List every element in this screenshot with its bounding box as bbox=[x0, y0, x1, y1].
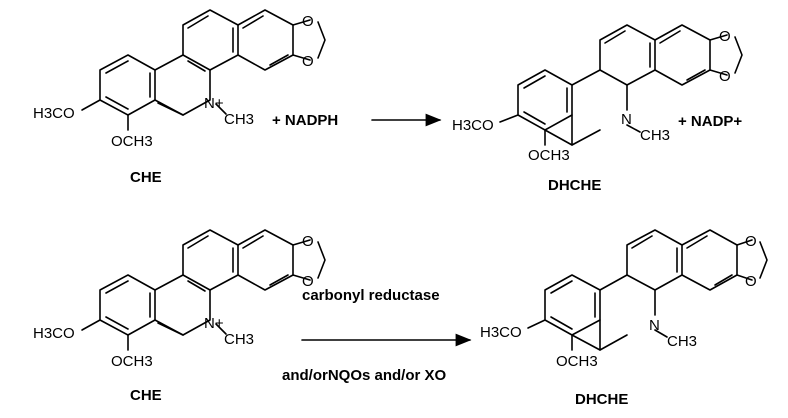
dhche-structure-top bbox=[499, 24, 743, 146]
n-methyl-label: CH3 bbox=[224, 111, 254, 128]
n-methyl-label: CH3 bbox=[640, 127, 670, 144]
oxygen-label: O bbox=[302, 53, 314, 70]
oxygen-label: O bbox=[745, 233, 757, 250]
n-label: N bbox=[649, 317, 660, 334]
methoxy-lower-label: OCH3 bbox=[111, 353, 153, 370]
coproduct-nadp: + NADP+ bbox=[678, 113, 742, 130]
compound-name-che-2: CHE bbox=[130, 387, 162, 404]
oxygen-label: O bbox=[719, 28, 731, 45]
methoxy-upper-label: H3CO bbox=[452, 117, 494, 134]
che-structure-bottom bbox=[81, 229, 326, 351]
compound-name-dhche-1: DHCHE bbox=[548, 177, 601, 194]
methoxy-lower-label: OCH3 bbox=[556, 353, 598, 370]
che-structure-top bbox=[81, 9, 326, 131]
enzyme-label-bottom: and/orNQOs and/or XO bbox=[282, 367, 447, 384]
oxygen-label: O bbox=[745, 273, 757, 290]
n-plus-label: N+ bbox=[204, 315, 224, 332]
oxygen-label: O bbox=[719, 68, 731, 85]
methoxy-lower-label: OCH3 bbox=[528, 147, 570, 164]
methoxy-upper-label: H3CO bbox=[33, 105, 75, 122]
enzyme-label-top: carbonyl reductase bbox=[302, 287, 440, 304]
compound-name-che-1: CHE bbox=[130, 169, 162, 186]
oxygen-label: O bbox=[302, 233, 314, 250]
methoxy-upper-label: H3CO bbox=[480, 324, 522, 341]
reagent-nadph: + NADPH bbox=[272, 112, 338, 129]
n-methyl-label: CH3 bbox=[224, 331, 254, 348]
compound-name-dhche-2: DHCHE bbox=[575, 391, 628, 408]
oxygen-label: O bbox=[302, 273, 314, 290]
n-label: N bbox=[621, 111, 632, 128]
oxygen-label: O bbox=[302, 13, 314, 30]
methoxy-upper-label: H3CO bbox=[33, 325, 75, 342]
dhche-structure-bottom bbox=[527, 229, 768, 351]
n-plus-label: N+ bbox=[204, 95, 224, 112]
methoxy-lower-label: OCH3 bbox=[111, 133, 153, 150]
n-methyl-label: CH3 bbox=[667, 333, 697, 350]
